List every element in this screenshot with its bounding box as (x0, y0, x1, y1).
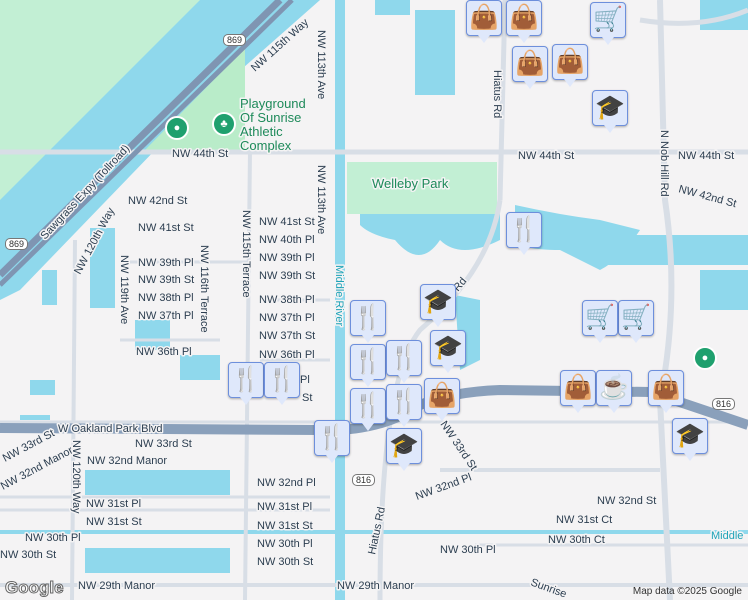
map-label-street: NW 41st St (138, 222, 194, 234)
route-shield: 869 (223, 34, 247, 46)
map-label-street: NW 44th St (678, 150, 734, 162)
map-label-street: NW 33rd St (438, 419, 480, 473)
map-label-street: NW 39th Pl (138, 257, 194, 269)
restaurant-marker-icon[interactable]: 🍴 (350, 344, 386, 387)
shopping-bag-marker-icon[interactable]: 👜 (424, 378, 460, 421)
restaurant-marker-icon[interactable]: 🍴 (350, 388, 386, 431)
place-pin-icon[interactable]: ● (693, 346, 717, 370)
map-label-street: NW 30th Ct (548, 534, 605, 546)
map-label-park: Playground (240, 96, 306, 111)
map-label-street: NW 30th Pl (440, 544, 496, 556)
map-label-street: NW 37th St (259, 330, 315, 342)
place-pin-icon[interactable]: ● (165, 116, 189, 140)
restaurant-marker-icon[interactable]: 🍴 (350, 300, 386, 343)
shopping-cart-marker-icon[interactable]: 🛒 (590, 2, 626, 45)
shopping-bag-marker-icon[interactable]: 👜 (560, 370, 596, 413)
restaurant-marker-icon[interactable]: 🍴 (228, 362, 264, 405)
restaurant-marker-icon[interactable]: 🍴 (506, 212, 542, 255)
map-label-street: NW 30th Pl (25, 532, 81, 544)
map-label-street: NW 44th St (518, 150, 574, 162)
graduation-cap-marker-icon[interactable]: 🎓 (672, 418, 708, 461)
map-label-street: NW 32nd Pl (257, 477, 316, 489)
map-label-street: NW 37th Pl (138, 310, 194, 322)
map-label-street: NW 113th Ave (315, 165, 327, 234)
restaurant-marker-icon[interactable]: 🍴 (264, 362, 300, 405)
map-label-street: NW 39th Pl (259, 252, 315, 264)
map-label-park: Athletic (240, 124, 283, 139)
map-label-street: NW 31st St (257, 520, 313, 532)
restaurant-marker-icon[interactable]: 🍴 (386, 340, 422, 383)
graduation-cap-marker-icon[interactable]: 🎓 (592, 90, 628, 133)
map-label-street: NW 39th St (259, 270, 315, 282)
shopping-bag-marker-icon[interactable]: 👜 (512, 46, 548, 89)
map-attribution[interactable]: Map data ©2025 Google (632, 586, 742, 597)
route-shield: 816 (352, 474, 376, 486)
shopping-bag-marker-icon[interactable]: 👜 (466, 0, 502, 43)
map-label-street: NW 29th Manor (78, 580, 155, 592)
route-shield: 869 (5, 238, 29, 250)
map-label-street: NW 38th Pl (138, 292, 194, 304)
map-label-street: NW 32nd Manor (87, 455, 167, 467)
map-label-park: Complex (240, 138, 292, 153)
map-label-street: Sunrise (529, 577, 568, 600)
map-label-street: NW 40th Pl (259, 234, 315, 246)
shopping-cart-marker-icon[interactable]: 🛒 (618, 300, 654, 343)
graduation-cap-marker-icon[interactable]: 🎓 (430, 330, 466, 373)
map-label-street: N Nob Hill Rd (658, 130, 670, 197)
map-label-street: NW 116th Terrace (198, 245, 210, 333)
map-label-park: Of Sunrise (240, 110, 301, 125)
map-label-street: NW 30th St (0, 549, 56, 561)
map-label-street: Hiatus Rd (491, 70, 503, 118)
park-tree-pin-icon[interactable]: ♣ (212, 112, 236, 136)
map-label-street: NW 42nd St (677, 183, 737, 210)
route-shield: 816 (712, 398, 736, 410)
map-label-street: NW 29th Manor (337, 580, 414, 592)
coffee-marker-icon[interactable]: ☕ (596, 370, 632, 413)
map-label-street: NW 39th St (138, 274, 194, 286)
map-label-street: NW 115th Terrace (240, 210, 252, 298)
map-label-street: NW 33rd St (135, 438, 192, 450)
map-label-street: NW 38th Pl (259, 294, 315, 306)
map-label-street: NW 120th Way (70, 440, 82, 514)
map-label-street: NW 119th Ave (118, 255, 130, 324)
shopping-cart-marker-icon[interactable]: 🛒 (582, 300, 618, 343)
map-label-street: NW 37th Pl (259, 312, 315, 324)
map-label-street: NW 42nd St (128, 195, 187, 207)
map-label-street: NW 31st St (86, 516, 142, 528)
shopping-bag-marker-icon[interactable]: 👜 (552, 44, 588, 87)
restaurant-marker-icon[interactable]: 🍴 (314, 420, 350, 463)
google-logo[interactable]: Google (5, 578, 65, 598)
graduation-cap-marker-icon[interactable]: 🎓 (386, 428, 422, 471)
map-label-street: NW 36th Pl (259, 349, 315, 361)
map-label-street: NW 31st Pl (86, 498, 141, 510)
shopping-bag-marker-icon[interactable]: 👜 (648, 370, 684, 413)
map-label-street: W Oakland Park Blvd (58, 423, 163, 435)
map-label-street: NW 32nd St (597, 495, 656, 507)
map-label-street: Pl (300, 374, 310, 386)
map-label-street: NW 30th St (257, 556, 313, 568)
restaurant-marker-icon[interactable]: 🍴 (386, 384, 422, 427)
map-label-street: NW 36th Pl (136, 346, 192, 358)
shopping-bag-marker-icon[interactable]: 👜 (506, 0, 542, 43)
map-label-street: NW 32nd Pl (414, 471, 473, 502)
map-label-street: NW 31st Ct (556, 514, 612, 526)
map-label-water: Middle River (333, 265, 345, 326)
map-label-street: NW 44th St (172, 148, 228, 160)
map-label-water: Middle (711, 530, 743, 542)
map-label-street: NW 41st St (259, 216, 315, 228)
map-label-park: Welleby Park (372, 176, 449, 191)
graduation-cap-marker-icon[interactable]: 🎓 (420, 284, 456, 327)
map-label-street: NW 30th Pl (257, 538, 313, 550)
map-label-street: NW 113th Ave (315, 30, 327, 99)
map-label-street: NW 31st Pl (257, 501, 312, 513)
map-label-street: St (302, 392, 312, 404)
